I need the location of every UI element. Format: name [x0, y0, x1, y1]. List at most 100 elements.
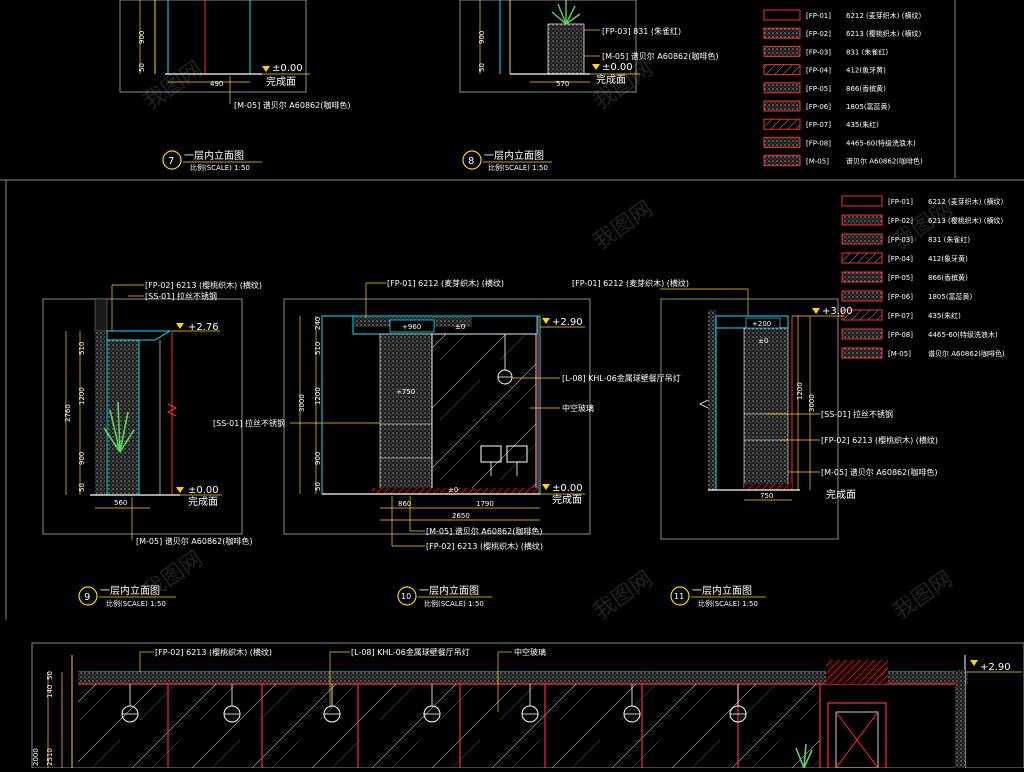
tag-200: +200: [752, 320, 771, 328]
callout-fp02: [FP-02] 6213 (樱桃织木) (横纹): [821, 435, 938, 445]
dim-560: 560: [114, 499, 127, 507]
material-legend-top: [FP-01]6212 (麦芽织木) (横纹)[FP-02]6213 (樱桃织木…: [763, 9, 923, 167]
callout-l08: [L-08] KHL-06金属球壁餐厅吊灯: [351, 647, 470, 657]
dim-510: 510: [78, 342, 86, 355]
legend-code: [M-05]: [806, 158, 829, 166]
svg-text:我图网: 我图网: [139, 547, 207, 605]
legend-desc: 6212 (麦芽织木) (横纹): [928, 197, 1003, 206]
legend-code: [FP-05]: [806, 85, 831, 93]
dim-50: 50: [46, 671, 54, 680]
callout-m05: [M-05] 谱贝尔 A60862(咖啡色): [602, 51, 718, 61]
svg-text:一层内立面图: 一层内立面图: [100, 584, 160, 597]
legend-desc: 6213 (樱桃织木) (横纹): [928, 216, 1003, 225]
legend-swatch: [841, 347, 883, 359]
svg-text:比例(SCALE) 1:50: 比例(SCALE) 1:50: [488, 163, 548, 172]
legend-code: [FP-06]: [806, 103, 831, 111]
plant-icon: [103, 401, 135, 453]
level-top: +3.00: [822, 306, 853, 317]
callout-ss01: [SS-01] 拉丝不锈钢: [213, 418, 285, 428]
dim-1200: 1200: [796, 382, 804, 400]
dim-1200: 1200: [78, 387, 86, 405]
svg-text:一层内立面图: 一层内立面图: [484, 149, 544, 162]
bottom-elevation: 50 140 2000 2510 [FP-02] 6213 (樱桃织木) (横纹…: [31, 642, 1024, 769]
legend-code: [FP-04]: [888, 255, 913, 263]
plant-icon: [795, 743, 813, 769]
level-top: +2.90: [980, 662, 1011, 673]
tag-750: +750: [396, 388, 415, 396]
svg-text:11: 11: [674, 592, 684, 601]
dim-1790: 1790: [476, 500, 494, 508]
callout-m05: [M-05] 谱贝尔 A60862(咖啡色): [136, 536, 252, 546]
dim-50: 50: [314, 482, 322, 491]
legend-code: [FP-02]: [806, 30, 831, 38]
callout-fp01: [FP-01] 6212 (麦芽织木) (横纹): [387, 278, 504, 288]
legend-swatch: [763, 64, 801, 76]
legend-desc: 4465-60(特级洗浪木): [928, 330, 998, 339]
finish-label: 完成面: [266, 75, 296, 88]
elevation-10: +960 ±0 +750 ±0 240 510 1200 900 50 3000…: [213, 278, 681, 551]
legend-swatch: [841, 252, 883, 264]
legend-desc: 6213 (樱桃织木) (横纹): [846, 29, 921, 38]
legend-swatch: [763, 45, 801, 57]
finish-label: 完成面: [188, 495, 218, 508]
legend-swatch: [841, 214, 883, 226]
callout-m05: [M-05] 谱贝尔 A60862(咖啡色): [426, 526, 542, 536]
finish-label: 完成面: [552, 493, 582, 506]
level-top: +2.90: [552, 317, 583, 328]
svg-text:我图网: 我图网: [889, 567, 957, 625]
legend-swatch: [841, 290, 883, 302]
callout-l08: [L-08] KHL-06金属球壁餐厅吊灯: [562, 373, 681, 383]
tag-zero: ±0: [455, 323, 465, 331]
legend-code: [FP-08]: [806, 139, 831, 147]
dim-900: 900: [314, 452, 322, 465]
title-9: 9 一层内立面图 比例(SCALE) 1:50: [78, 584, 176, 608]
legend-code: [FP-04]: [806, 67, 831, 75]
callout-fp01-shared: [FP-01] 6212 (麦芽织木) (横纹): [572, 278, 689, 288]
dim-2650: 2650: [452, 512, 470, 520]
legend-code: [FP-01]: [806, 12, 831, 20]
title-8: 8 一层内立面图 比例(SCALE) 1:50: [462, 149, 552, 172]
level-top: +2.76: [188, 322, 219, 333]
level-marker-icon: [970, 660, 978, 666]
plant-icon: [551, 0, 581, 25]
dim-510: 510: [314, 342, 322, 355]
elevation-8: 900 50 570 [FP-03] 831 (朱雀红) [M-05] 谱贝尔 …: [459, 0, 718, 93]
legend-desc: 412(象牙黄): [928, 254, 968, 263]
legend-swatch: [841, 233, 883, 245]
tag-960: +960: [402, 323, 421, 331]
svg-text:8: 8: [468, 156, 474, 167]
callout-glass: 中空玻璃: [562, 403, 594, 413]
svg-text:我图网: 我图网: [139, 57, 207, 115]
legend-code: [FP-03]: [806, 48, 831, 56]
finish-label: 完成面: [596, 73, 626, 86]
dim-900: 900: [78, 452, 86, 465]
legend-code: [M-05]: [888, 350, 911, 358]
level-marker-icon: [262, 66, 270, 72]
svg-text:一层内立面图: 一层内立面图: [692, 584, 752, 597]
watermark: 我图网 我图网 我图网 我图网 我图网 我图网 我图网: [139, 57, 957, 625]
legend-swatch: [763, 9, 801, 21]
legend-desc: 831 (朱雀红): [928, 235, 970, 244]
legend-desc: 1805(富蕊黄): [928, 292, 973, 301]
dim-750: 750: [760, 492, 773, 500]
dim-3000: 3000: [808, 394, 816, 412]
legend-desc: 谱贝尔 A60862(咖啡色): [928, 349, 1005, 358]
dim-900: 900: [138, 31, 146, 44]
level-base: ±0.00: [188, 485, 219, 496]
level-marker-icon: [176, 323, 184, 329]
tag-zero-base: ±0: [448, 486, 458, 494]
callout-fp02: [FP-02] 6213 (樱桃织木) (横纹): [426, 541, 543, 551]
svg-text:比例(SCALE) 1:50: 比例(SCALE) 1:50: [698, 599, 758, 608]
legend-swatch: [841, 271, 883, 283]
level-marker-icon: [176, 487, 184, 493]
legend-swatch: [763, 82, 801, 94]
callout-m05: [M-05] 谱贝尔 A60862(咖啡色): [234, 100, 350, 110]
legend-swatch: [841, 309, 883, 321]
legend-code: [FP-07]: [806, 121, 831, 129]
svg-text:比例(SCALE) 1:50: 比例(SCALE) 1:50: [106, 599, 166, 608]
legend-desc: 412(象牙黄): [846, 66, 886, 75]
callout-ss01: [SS-01] 拉丝不锈钢: [145, 291, 217, 301]
legend-code: [FP-03]: [888, 236, 913, 244]
svg-text:9: 9: [84, 592, 90, 603]
svg-text:比例(SCALE) 1:50: 比例(SCALE) 1:50: [424, 599, 484, 608]
